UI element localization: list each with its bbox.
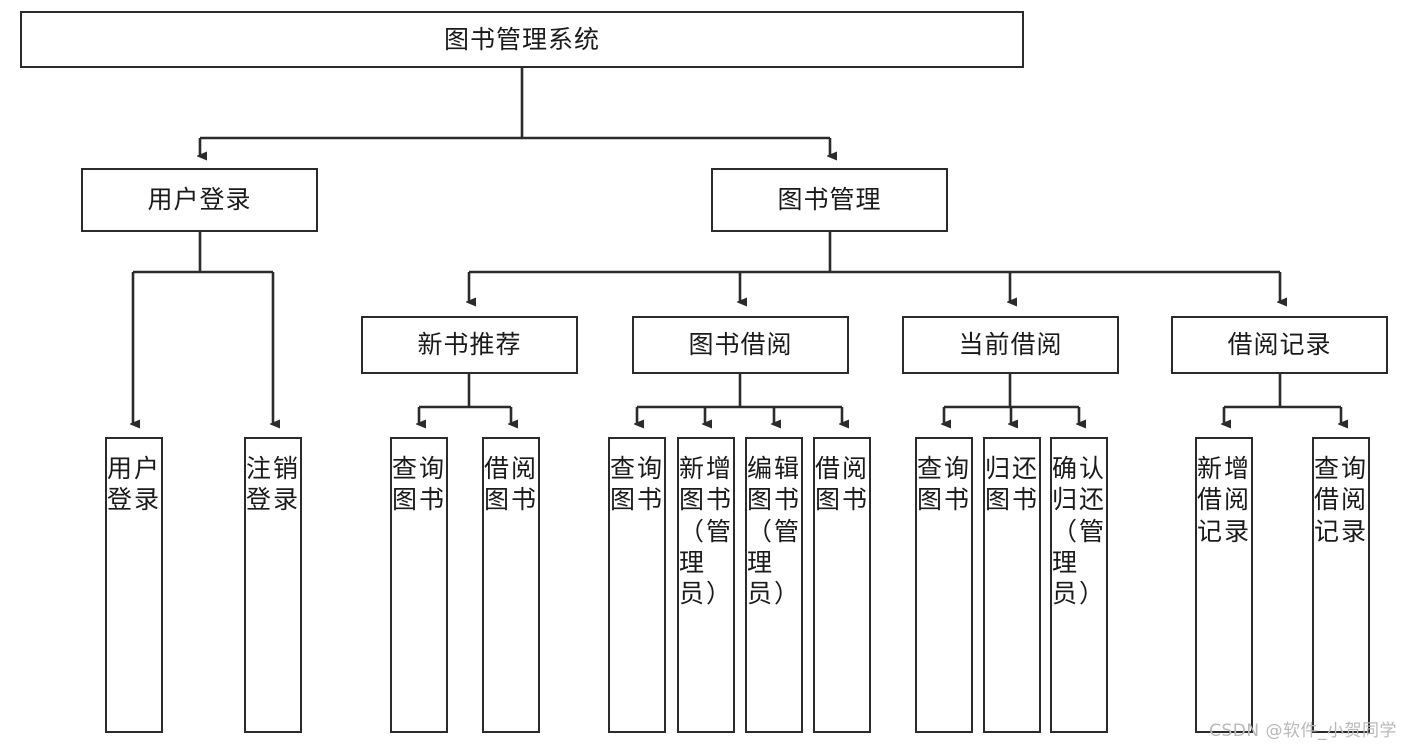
node-label: 借阅图书 [815,454,870,515]
node-current-borrowing[interactable]: 当前借阅 [902,316,1119,374]
leaf-current-borrow-query-books[interactable]: 查询图书 [915,437,973,733]
node-root-book-management-system[interactable]: 图书管理系统 [20,11,1024,68]
node-label: 新增图书（管理员） [679,454,734,608]
leaf-book-borrow-edit-book-admin[interactable]: 编辑图书（管理员） [745,437,803,733]
node-user-login[interactable]: 用户登录 [81,168,318,232]
node-book-borrowing[interactable]: 图书借阅 [632,316,849,374]
node-label: 图书管理 [777,185,882,214]
node-label: 归还图书 [985,454,1040,515]
leaf-book-borrow-query-books[interactable]: 查询图书 [608,437,666,733]
node-label: 确认归还（管理员） [1052,454,1107,608]
node-label: 借阅记录 [1227,330,1332,359]
leaf-user-login-logout[interactable]: 注销登录 [244,437,302,733]
node-label: 用户登录 [147,185,252,214]
leaf-book-borrow-add-book-admin[interactable]: 新增图书（管理员） [677,437,735,733]
node-label: 查询图书 [392,454,447,515]
node-label: 用户登录 [107,454,162,515]
node-label: 查询图书 [917,454,972,515]
node-label: 查询图书 [610,454,665,515]
node-label: 当前借阅 [958,330,1063,359]
node-label: 新增借阅记录 [1197,454,1252,546]
node-label: 查询借阅记录 [1314,454,1369,546]
node-new-book-recommendation[interactable]: 新书推荐 [361,316,578,374]
leaf-new-book-query-books[interactable]: 查询图书 [390,437,448,733]
node-label: 图书借阅 [688,330,793,359]
node-book-management[interactable]: 图书管理 [711,168,948,232]
leaf-current-borrow-return-books[interactable]: 归还图书 [983,437,1041,733]
node-label: 新书推荐 [417,330,522,359]
leaf-book-borrow-borrow-books[interactable]: 借阅图书 [813,437,871,733]
node-borrow-records[interactable]: 借阅记录 [1171,316,1388,374]
leaf-borrow-record-add-record[interactable]: 新增借阅记录 [1195,437,1253,733]
leaf-borrow-record-query-record[interactable]: 查询借阅记录 [1312,437,1370,733]
node-label: 借阅图书 [484,454,539,515]
node-label: 编辑图书（管理员） [747,454,802,608]
node-label: 注销登录 [246,454,301,515]
watermark: CSDN @软件_小贺同学 [1209,721,1397,741]
leaf-user-login-login[interactable]: 用户登录 [105,437,163,733]
leaf-current-borrow-confirm-return-admin[interactable]: 确认归还（管理员） [1050,437,1108,733]
leaf-new-book-borrow-books[interactable]: 借阅图书 [482,437,540,733]
node-label: 图书管理系统 [443,24,600,54]
